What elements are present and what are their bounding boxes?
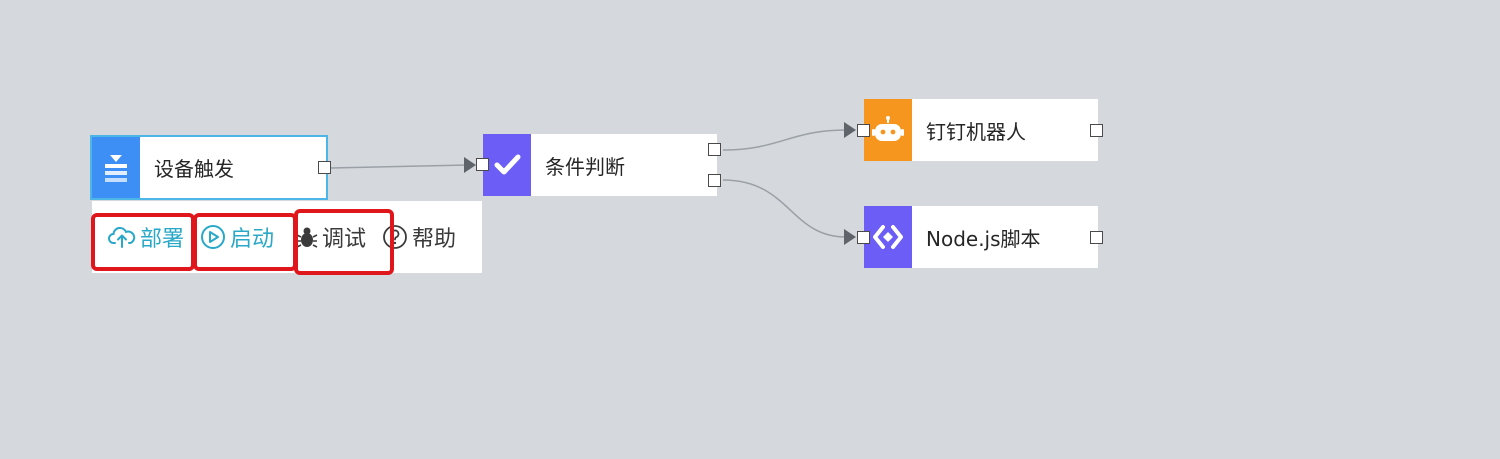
deploy-label: 部署 <box>140 227 185 252</box>
edge-trigger-to-condition <box>330 164 469 169</box>
port-condition-in[interactable] <box>476 158 489 171</box>
node-condition[interactable]: 条件判断 <box>483 134 717 196</box>
deploy-button[interactable]: 部署 <box>108 215 184 259</box>
node-toolbar: 部署 启动 调试 <box>92 201 482 273</box>
port-trigger-out[interactable] <box>318 161 331 174</box>
edge-condition-to-dingtalk <box>722 129 847 151</box>
check-icon <box>494 154 521 175</box>
port-condition-out-2[interactable] <box>708 174 721 187</box>
node-nodejs-icon-box <box>864 206 912 268</box>
port-nodejs-out[interactable] <box>1090 231 1103 244</box>
node-dingtalk-label: 钉钉机器人 <box>926 119 1026 144</box>
node-dingtalk-icon-box <box>864 99 912 161</box>
start-button[interactable]: 启动 <box>200 215 274 259</box>
node-trigger-icon-box <box>92 137 140 198</box>
node-nodejs-script[interactable]: Node.js脚本 <box>864 206 1098 268</box>
node-nodejs-label: Node.js脚本 <box>926 226 1041 251</box>
debug-label: 调试 <box>322 227 367 252</box>
node-device-trigger[interactable]: 设备触发 <box>90 135 328 200</box>
bug-icon <box>296 225 318 249</box>
help-label: 帮助 <box>412 227 457 252</box>
help-button[interactable]: 帮助 <box>382 215 456 259</box>
cloud-upload-icon <box>108 225 136 249</box>
robot-icon <box>872 116 904 141</box>
node-trigger-label: 设备触发 <box>154 157 234 181</box>
port-nodejs-in[interactable] <box>857 231 870 244</box>
debug-button[interactable]: 调试 <box>296 215 366 259</box>
play-circle-icon <box>200 224 226 250</box>
port-dingtalk-in[interactable] <box>857 124 870 137</box>
arrow-head-dingtalk <box>844 122 856 138</box>
node-condition-label: 条件判断 <box>545 154 625 179</box>
arrow-head-nodejs <box>844 229 856 245</box>
arrow-head-condition <box>464 157 476 173</box>
device-trigger-icon <box>105 154 127 182</box>
help-circle-icon <box>382 224 408 250</box>
code-icon <box>873 225 903 249</box>
start-label: 启动 <box>230 227 275 252</box>
port-dingtalk-out[interactable] <box>1090 124 1103 137</box>
node-dingtalk-robot[interactable]: 钉钉机器人 <box>864 99 1098 161</box>
node-condition-icon-box <box>483 134 531 196</box>
port-condition-out-1[interactable] <box>708 143 721 156</box>
edge-condition-to-nodejs <box>722 179 847 238</box>
